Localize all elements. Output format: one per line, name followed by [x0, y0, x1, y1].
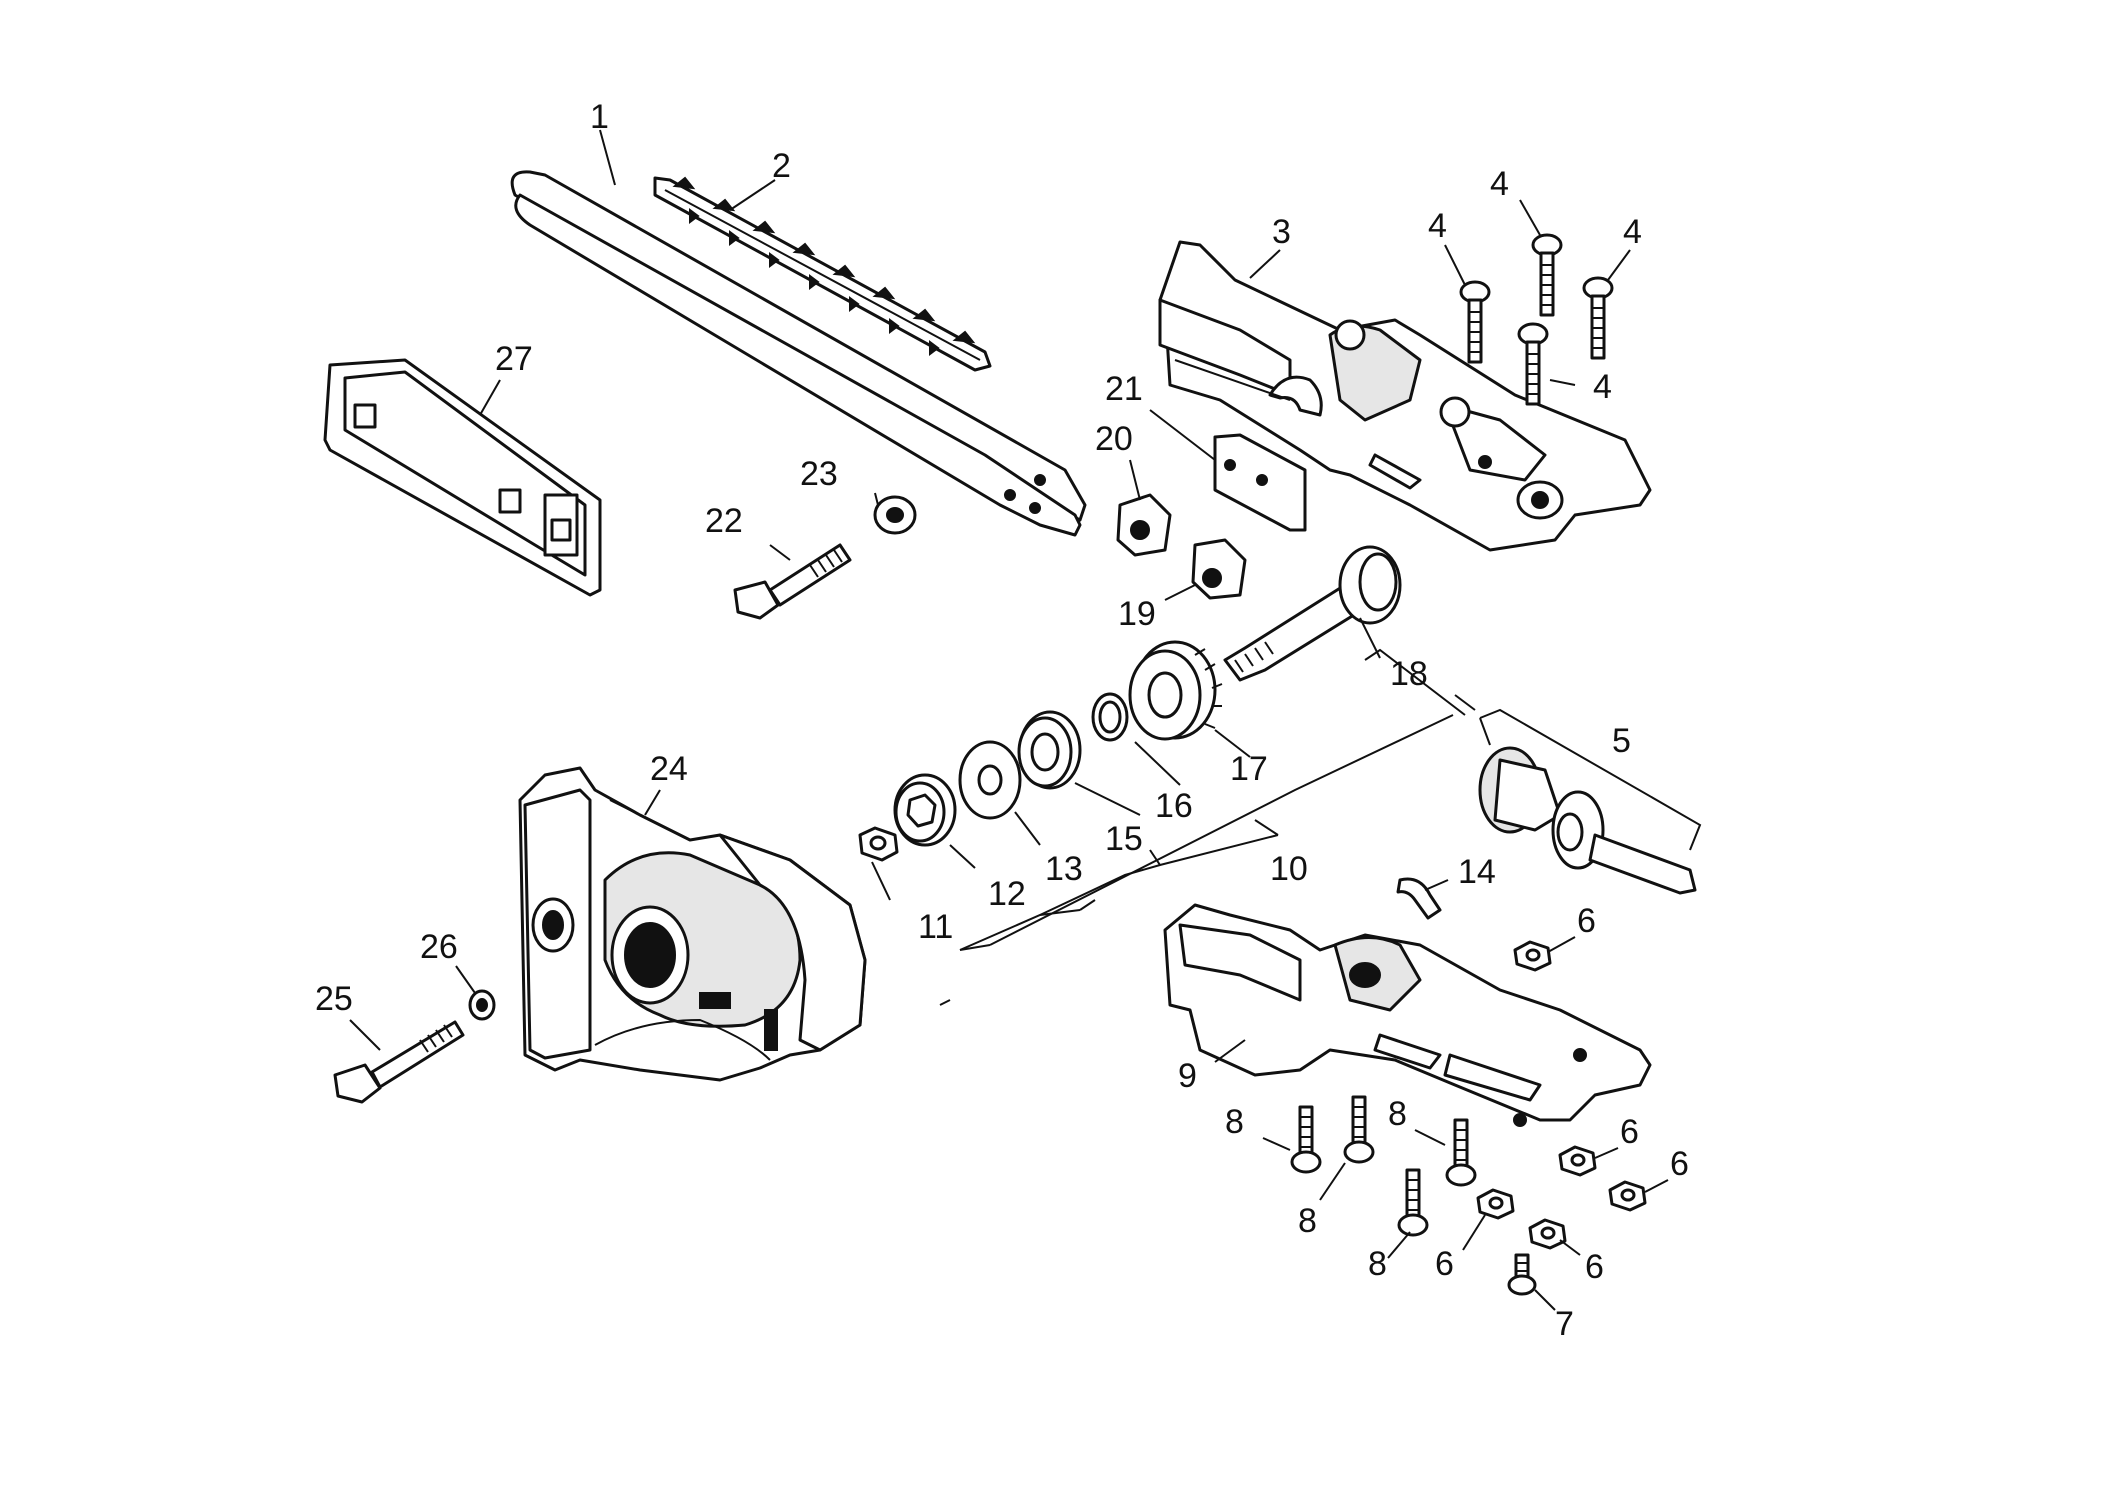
- part-13-washer: [958, 740, 1022, 820]
- callout-10: 10: [1270, 850, 1308, 888]
- part-6-nut-d: [1476, 1188, 1515, 1220]
- part-9-lower-housing: [1163, 903, 1652, 1127]
- callout-8: 8: [1298, 1202, 1317, 1240]
- callout-8: 8: [1225, 1103, 1244, 1141]
- callout-18: 18: [1390, 655, 1428, 693]
- part-8-screw-c: [1445, 1118, 1477, 1187]
- callout-15: 15: [1105, 820, 1143, 858]
- callout-4: 4: [1428, 207, 1447, 245]
- callout-16: 16: [1155, 787, 1193, 825]
- callout-21: 21: [1105, 370, 1143, 408]
- callout-7: 7: [1555, 1305, 1574, 1343]
- callout-6: 6: [1620, 1113, 1639, 1151]
- part-5-drive-assembly: [1478, 746, 1697, 895]
- callout-13: 13: [1045, 850, 1083, 888]
- part-8-screw-b: [1343, 1095, 1375, 1164]
- part-18-drive-shaft: [1223, 545, 1402, 682]
- part-16-washer: [1091, 692, 1129, 742]
- part-4-screw-d: [1517, 322, 1549, 406]
- part-15-bearing: [1017, 710, 1082, 790]
- callout-4: 4: [1593, 368, 1612, 406]
- part-12-flange-nut: [893, 773, 957, 847]
- part-27-cover-plate: [323, 358, 602, 597]
- callout-24: 24: [650, 750, 688, 788]
- leader-lines: [349, 129, 1702, 1311]
- part-22-bolt: [733, 543, 852, 620]
- callout-4: 4: [1623, 213, 1642, 251]
- part-17-sprocket: [1128, 640, 1223, 741]
- part-21-clamp-plate: [1213, 433, 1307, 532]
- part-20-adjuster: [1116, 493, 1172, 557]
- part-7-screw: [1507, 1253, 1537, 1296]
- part-23-washer: [873, 495, 917, 535]
- callout-25: 25: [315, 980, 353, 1018]
- callout-1: 1: [590, 98, 609, 136]
- part-19-adjuster: [1191, 538, 1247, 600]
- part-6-nut-b: [1558, 1145, 1597, 1177]
- part-11-nut: [858, 826, 899, 862]
- callout-8: 8: [1388, 1095, 1407, 1133]
- callout-12: 12: [988, 875, 1026, 913]
- part-24-motor-housing: [518, 766, 867, 1082]
- part-2-saw-chain: [653, 176, 992, 372]
- callout-9: 9: [1178, 1057, 1197, 1095]
- callout-5: 5: [1612, 722, 1631, 760]
- callout-2: 2: [772, 147, 791, 185]
- callout-6: 6: [1585, 1248, 1604, 1286]
- part-6-nut-a: [1513, 940, 1552, 972]
- part-6-nut-c: [1608, 1180, 1647, 1212]
- callout-6: 6: [1435, 1245, 1454, 1283]
- part-14-tube: [1396, 877, 1442, 920]
- part-6-nut-e: [1528, 1218, 1567, 1250]
- part-3-upper-housing: [1158, 240, 1652, 552]
- callout-27: 27: [495, 340, 533, 378]
- callout-23: 23: [800, 455, 838, 493]
- part-25-bolt: [333, 1020, 465, 1104]
- callout-22: 22: [705, 502, 743, 540]
- part-8-screw-a: [1290, 1105, 1322, 1174]
- part-4-screw-a: [1459, 280, 1491, 364]
- part-26-washer: [468, 989, 496, 1021]
- callout-3: 3: [1272, 213, 1291, 251]
- callout-labels: 1 2 3 4 4 4 4 4 5 6 6 6 6 6 7 8 8 8 8 8 …: [315, 98, 1689, 1343]
- callout-14: 14: [1458, 853, 1496, 891]
- callout-6: 6: [1670, 1145, 1689, 1183]
- callout-11: 11: [918, 908, 953, 946]
- part-1-guide-bar: [510, 170, 1087, 537]
- part-4-screw-b: [1531, 233, 1563, 317]
- callout-4: 4: [1490, 165, 1509, 203]
- part-4-screw-c: [1582, 276, 1614, 360]
- callout-19: 19: [1118, 595, 1156, 633]
- callout-8: 8: [1368, 1245, 1387, 1283]
- callout-20: 20: [1095, 420, 1133, 458]
- callout-17: 17: [1230, 750, 1268, 788]
- part-8-screw-d: [1397, 1168, 1429, 1237]
- callout-26: 26: [420, 928, 458, 966]
- callout-6: 6: [1577, 902, 1596, 940]
